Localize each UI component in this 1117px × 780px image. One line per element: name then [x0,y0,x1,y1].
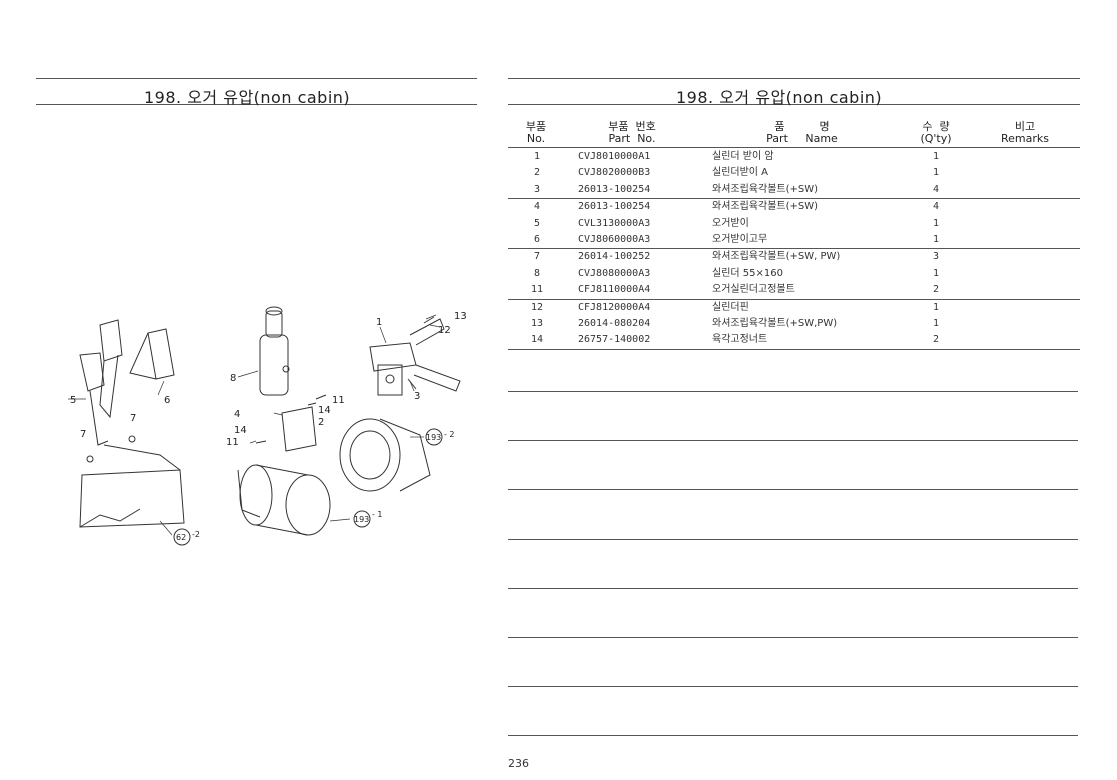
cylinder-arm-drawing [369,318,461,396]
auger-tube-drawing [237,464,331,536]
reference-193-1: 193 - 1 [353,510,383,528]
callout-5: 5 [70,395,76,406]
callout-11a: 11 [332,395,345,406]
left-title-bottom-rule [36,104,477,105]
blank-rule [508,440,1078,441]
reference-193-2: 193 - 2 [425,428,455,446]
callout-8: 8 [230,373,236,384]
callout-6: 6 [164,395,170,406]
callout-14b: 14 [234,425,247,436]
left-title-top-rule [36,78,477,79]
blank-rule [508,686,1078,687]
blank-rule [508,391,1078,392]
page-number: 236 [508,757,529,770]
svg-text:- 1: - 1 [372,510,383,519]
reference-62-2: 62 -2 [173,528,200,546]
right-title-bottom-rule [508,104,1080,105]
right-page-title: 198. 오거 유압(non cabin) [676,88,883,107]
svg-text:193: 193 [426,433,441,442]
svg-text:-2: -2 [192,530,200,539]
callout-1: 1 [376,317,382,328]
auger-bracket-drawing [79,319,185,528]
left-page-title: 198. 오거 유압(non cabin) [144,88,351,107]
cylinder-plate-drawing [281,406,317,452]
svg-text:62: 62 [176,533,186,542]
callout-7b: 7 [130,413,136,424]
leader-lines [68,314,441,536]
bolts-drawing [255,316,435,444]
callout-13: 13 [454,311,467,322]
exploded-parts-diagram: 5 6 7 7 8 1 13 12 3 11 14 4 2 14 11 193 … [68,306,467,546]
callout-12: 12 [438,325,451,336]
callout-14a: 14 [318,405,331,416]
callout-11b: 11 [226,437,239,448]
callout-7a: 7 [80,429,86,440]
blank-rule [508,637,1078,638]
callout-2: 2 [318,417,324,428]
blank-rule [508,735,1078,736]
cylinder-drawing [259,306,290,396]
blank-rule [508,489,1078,490]
header-qty: 수 량(Q'ty) [920,120,952,145]
svg-text:- 2: - 2 [444,430,455,439]
blank-rule [508,539,1078,540]
auger-rubber-pad-drawing [129,328,175,380]
table-header-rule [508,147,1080,148]
right-title-top-rule [508,78,1080,79]
gear-housing-drawing [339,418,431,492]
blank-rule [508,588,1078,589]
callout-4: 4 [234,409,240,420]
callout-3: 3 [414,391,420,402]
svg-text:193: 193 [354,515,369,524]
